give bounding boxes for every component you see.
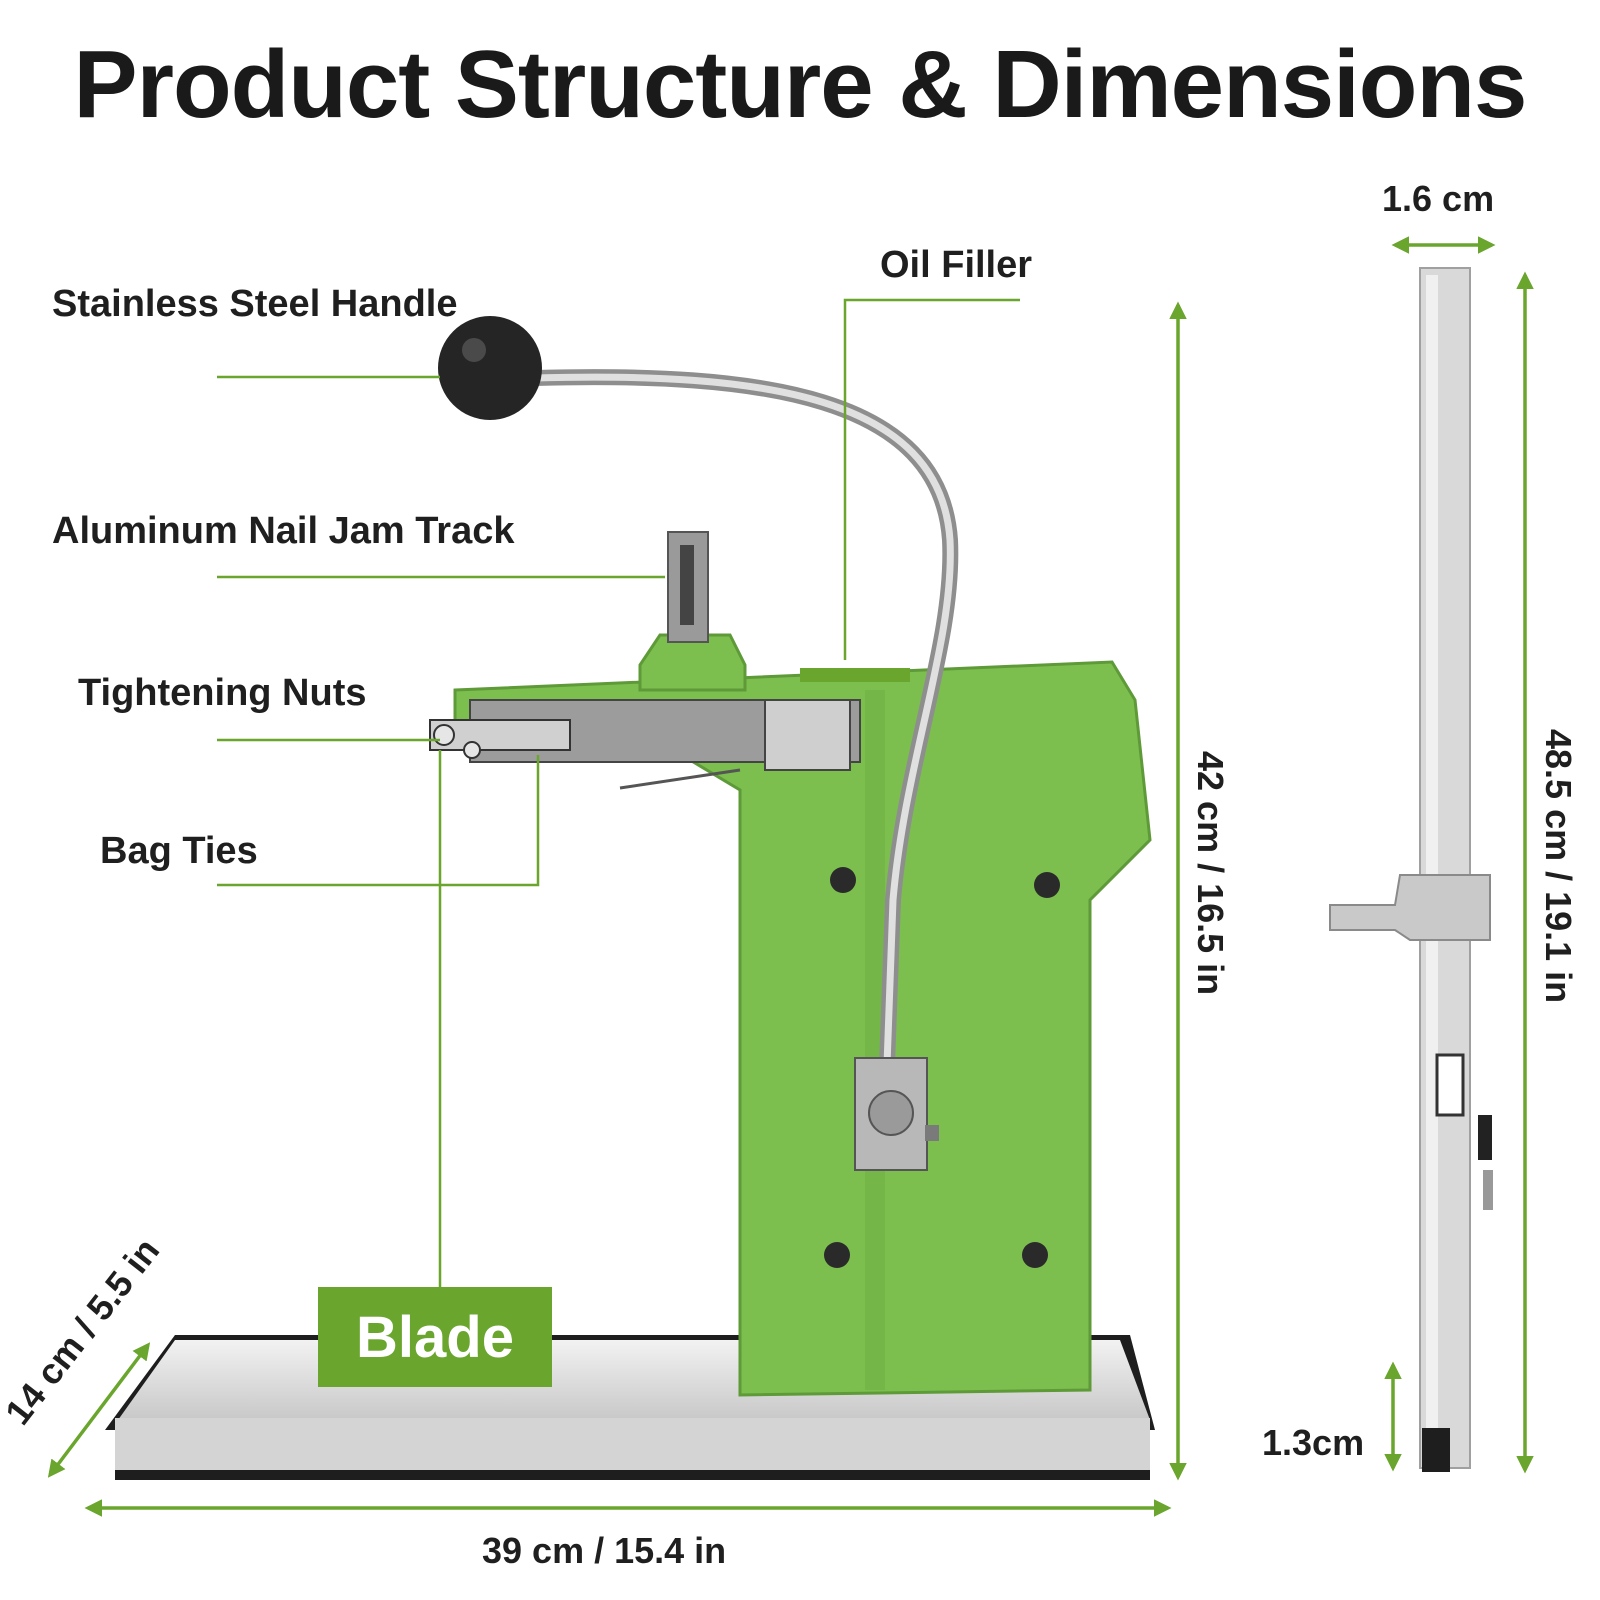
dimension-side-base: 1.3cm bbox=[1262, 1422, 1365, 1463]
side-view bbox=[1329, 267, 1493, 1472]
machine-body bbox=[453, 633, 1152, 1397]
label-oil-filler: Oil Filler bbox=[880, 244, 1033, 286]
leader-lines bbox=[217, 298, 1020, 1287]
dimension-width: 39 cm / 15.4 in bbox=[482, 1530, 727, 1571]
handle-knob bbox=[438, 316, 542, 420]
label-aluminum-nail-jam-track: Aluminum Nail Jam Track bbox=[52, 510, 515, 552]
page-title: Product Structure & Dimensions bbox=[73, 31, 1528, 138]
clamp-block bbox=[854, 1057, 939, 1171]
label-tightening-nuts: Tightening Nuts bbox=[78, 672, 367, 714]
nail-jam-track bbox=[667, 531, 709, 643]
label-stainless-steel-handle: Stainless Steel Handle bbox=[52, 283, 458, 325]
dimension-side-height: 48.5 cm / 19.1 in bbox=[1538, 729, 1579, 1004]
dimension-height: 42 cm / 16.5 in bbox=[1190, 751, 1231, 996]
screws bbox=[824, 867, 1060, 1268]
front-mechanism bbox=[429, 699, 861, 790]
dimension-side-width: 1.6 cm bbox=[1382, 178, 1495, 219]
dimension-arrows bbox=[47, 236, 1534, 1517]
label-blade: Blade bbox=[318, 1287, 552, 1387]
label-bag-ties: Bag Ties bbox=[100, 830, 258, 872]
